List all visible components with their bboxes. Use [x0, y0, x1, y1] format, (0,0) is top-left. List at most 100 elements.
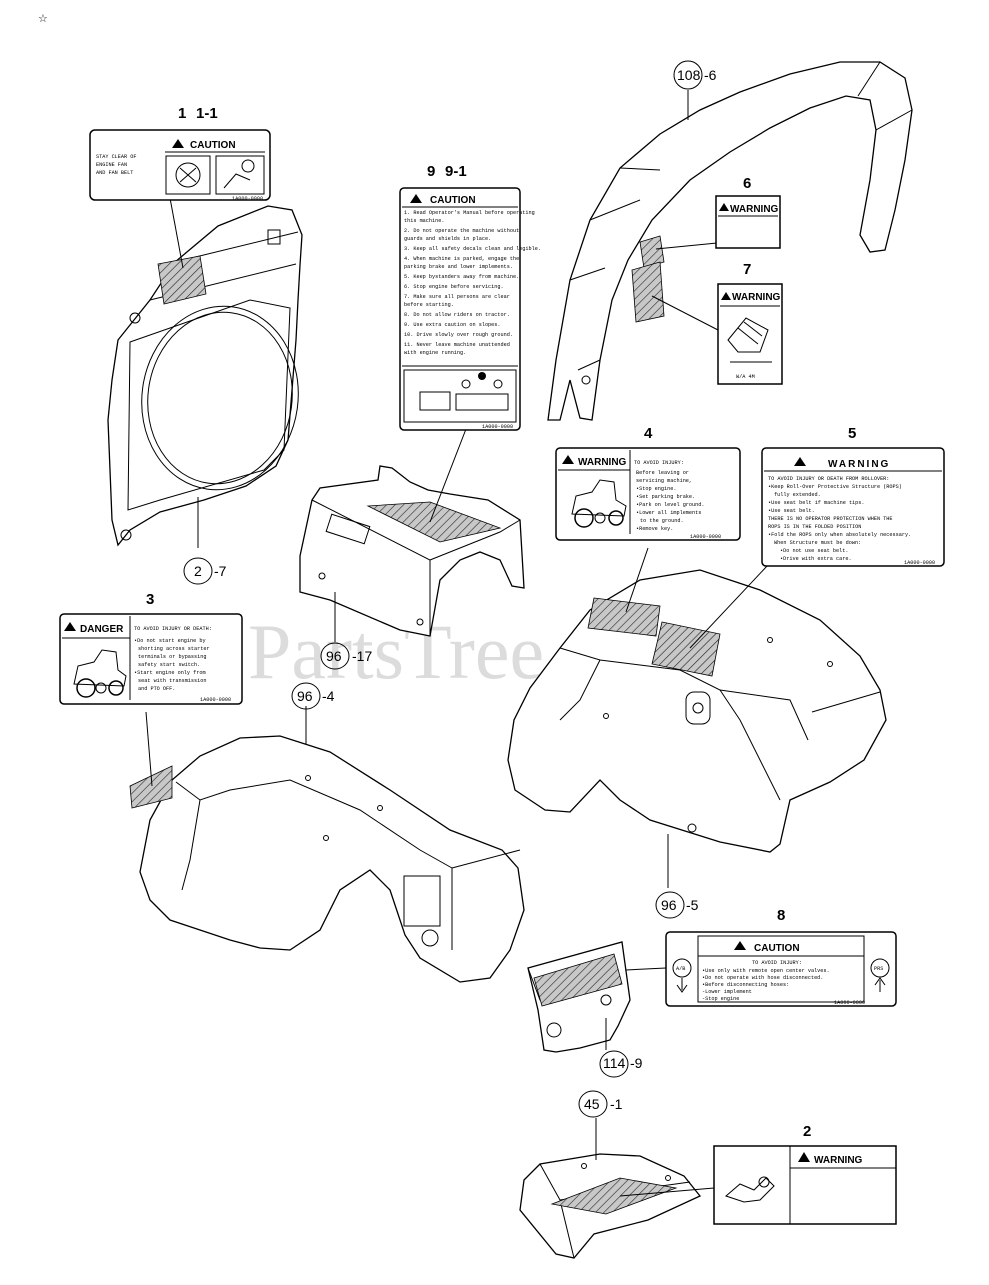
warning-triangle-icon: [562, 455, 574, 464]
label-line: TO AVOID INJURY:: [634, 460, 684, 466]
item-number-7: 7: [743, 261, 751, 278]
callout-108-6[interactable]: 108 -6: [673, 60, 717, 90]
callout-96-5[interactable]: 96 -5: [655, 891, 699, 919]
label-line: and PTO OFF.: [138, 686, 175, 692]
arrow-up-icon: [874, 977, 886, 992]
label-line: •Set parking brake.: [636, 494, 695, 500]
warning-triangle-icon: [794, 457, 806, 466]
item-number-2: 2: [803, 1123, 811, 1140]
label-line: this machine.: [404, 218, 444, 224]
label-header: CAUTION: [754, 943, 800, 954]
callout-suffix: -17: [352, 648, 372, 664]
tractor-icon: [73, 649, 127, 687]
warning-triangle-icon: [734, 941, 746, 950]
label-line: -Stop engine: [702, 996, 739, 1002]
callout-circle: [183, 557, 213, 585]
label-line: 5. Keep bystanders away from machine.: [404, 274, 519, 280]
label-line: AND FAN BELT: [96, 170, 133, 176]
callout-number: 9: [427, 163, 435, 180]
label-header: WARNING: [828, 459, 890, 470]
engine-icon: [419, 391, 451, 411]
callout-number: 2: [194, 563, 202, 579]
label-line: •Stop engine.: [636, 486, 676, 492]
label-7-warning: WARNING W/A 4M: [717, 283, 783, 385]
item-number-6: 6: [743, 175, 751, 192]
left-fender: [129, 735, 525, 983]
label-line: 1. Read Operator's Manual before operati…: [404, 210, 535, 216]
label-line: 3. Keep all safety decals clean and legi…: [404, 246, 541, 252]
label-line: ENGINE FAN: [96, 162, 127, 168]
callout-suffix: 1-1: [196, 105, 218, 122]
callout-96-17[interactable]: 96 -17: [320, 642, 372, 670]
fan-icon: [175, 162, 201, 188]
label-line: 9. Use extra caution on slopes.: [404, 322, 501, 328]
label-1-position: [157, 255, 207, 305]
label-line: •Do not operate with hose disconnected.: [702, 975, 823, 981]
label-line: before starting.: [404, 302, 454, 308]
label-9-position: [366, 501, 502, 543]
callout-suffix: -9: [630, 1055, 643, 1071]
label-line: fully extended.: [774, 492, 821, 498]
label-line: •Use seat belt if machine tips.: [768, 500, 865, 506]
label-code: 1A000-0000: [200, 697, 231, 703]
warning-triangle-icon: [719, 203, 729, 211]
label-header: WARNING: [578, 457, 627, 468]
callout-9-1[interactable]: 9 9-1: [427, 163, 467, 180]
label-5-position: [651, 621, 721, 677]
callout-circle: [673, 60, 703, 90]
label-line: terminals or bypassing: [138, 654, 207, 660]
callout-2-7[interactable]: 2 -7: [183, 557, 227, 585]
callout-96-4[interactable]: 96 -4: [291, 682, 335, 710]
right-icon-text: PRS: [874, 966, 883, 972]
label-code: 1A000-0000: [904, 560, 935, 566]
callout-114-9[interactable]: 114 -9: [599, 1050, 643, 1078]
label-code: W/A 4M: [736, 374, 755, 380]
warning-triangle-icon: [64, 622, 76, 631]
label-3-position: [129, 765, 173, 809]
label-line: •Fold the ROPS only when absolutely nece…: [768, 532, 911, 538]
label-code: 1A000-0000: [482, 424, 513, 430]
label-line: •Park on level ground.: [636, 502, 705, 508]
label-line: •Before disconnecting hoses:: [702, 982, 789, 988]
label-line: 6. Stop engine before servicing.: [404, 284, 504, 290]
callout-number: 96: [661, 897, 677, 913]
label-line: TO AVOID INJURY OR DEATH:: [134, 626, 212, 632]
label-code: 1A000-0000: [834, 1000, 865, 1006]
label-header: WARNING: [814, 1155, 863, 1166]
rollover-icon: [727, 317, 769, 353]
leader-lines: [145, 90, 769, 1197]
warning-triangle-icon: [798, 1152, 810, 1162]
item-number-4: 4: [644, 425, 653, 442]
label-line: 2. Do not operate the machine without: [404, 228, 519, 234]
callout-circle: [320, 642, 350, 670]
tractor-icon: [571, 479, 627, 517]
label-line: guards and shields in place.: [404, 236, 491, 242]
label-line: safety start switch.: [138, 662, 200, 668]
label-line: •Remove key.: [636, 526, 673, 532]
callout-number: 45: [584, 1096, 600, 1112]
item-number-8: 8: [777, 907, 785, 924]
label-7-position: [631, 261, 665, 323]
label-4-position: [587, 597, 661, 637]
label-line: STAY CLEAR OF: [96, 154, 136, 160]
label-6-warning: WARNING: [715, 195, 781, 249]
radiator-shroud: [107, 205, 303, 547]
callout-45-1[interactable]: 45 -1: [578, 1090, 623, 1118]
label-line: •Do not start engine by: [134, 638, 206, 644]
label-line: •Use seat belt.: [768, 508, 815, 514]
label-8-position: [533, 953, 623, 1007]
callout-number: 1: [178, 105, 186, 122]
label-2-warning: WARNING: [713, 1145, 897, 1225]
hand-crush-icon: [725, 1177, 775, 1203]
floor-plate: [519, 1153, 702, 1259]
label-line: shorting across starter: [138, 646, 210, 652]
right-fender: [507, 569, 887, 853]
callout-circle: [655, 891, 685, 919]
label-8-caution: CAUTION TO AVOID INJURY: •Use only with …: [665, 931, 897, 1007]
label-header: CAUTION: [190, 140, 236, 151]
callout-1-1[interactable]: 1 1-1: [178, 105, 218, 122]
valve-b-icon: [870, 958, 890, 978]
label-header: DANGER: [80, 624, 124, 635]
label-line: •Keep Roll-Over Protective Structure (RO…: [768, 484, 902, 490]
arrow-down-icon: [676, 978, 688, 993]
